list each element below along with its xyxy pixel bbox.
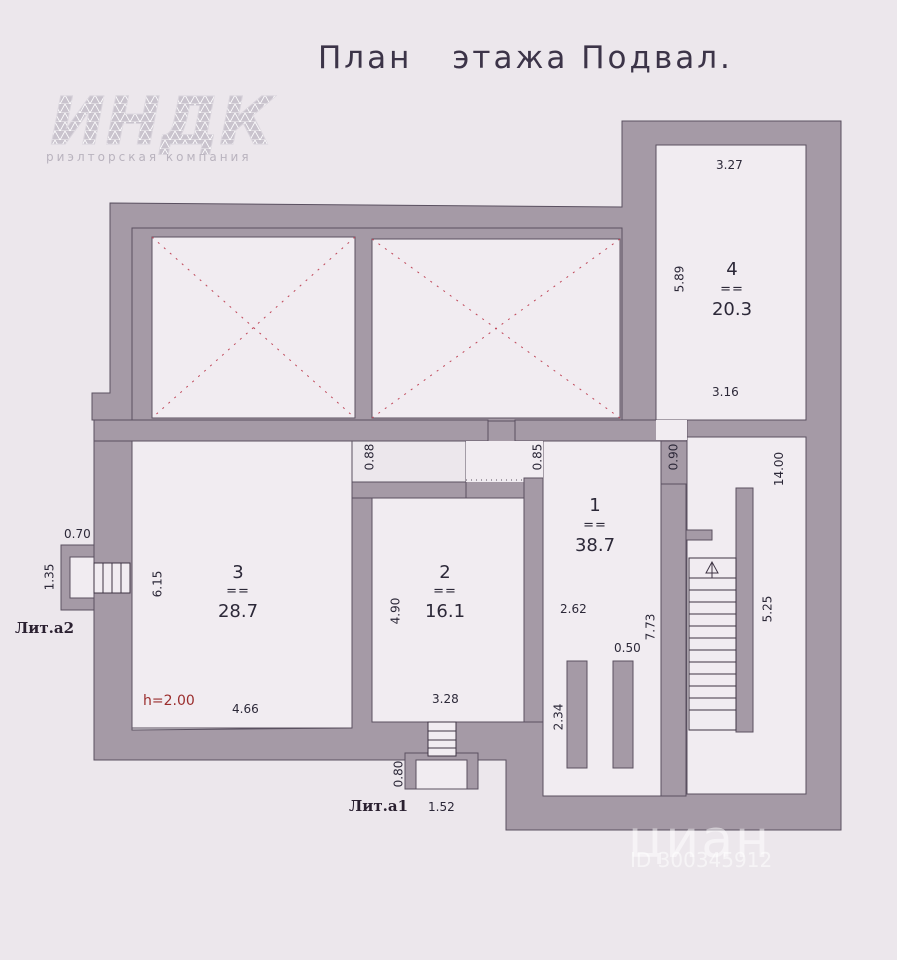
plan-title: План этажа Подвал. [318, 40, 773, 76]
room-2-area: 16.1 [424, 601, 466, 622]
dim-stair-side: 5.25 [760, 595, 775, 623]
room-1-floor [542, 440, 662, 797]
dim-lit-a1-width: 1.52 [428, 800, 455, 814]
room-4-floor [655, 144, 807, 421]
dim-room3-side: 6.15 [150, 570, 165, 598]
dim-room2-bottom: 3.28 [432, 692, 459, 706]
dim-lit-a2-width: 0.70 [64, 527, 91, 541]
room-2-floor [371, 497, 525, 723]
lit-a2-label: Лит.а2 [15, 619, 75, 637]
dim-room4-top: 3.27 [716, 158, 743, 172]
room-3-floor [131, 440, 353, 729]
column-right [612, 660, 634, 769]
dim-lit-a2-height: 1.35 [42, 563, 57, 591]
logo-text-pattern: ИНДК [50, 86, 276, 160]
watermark-id: ID 300345912 [630, 848, 773, 872]
dim-room4-bottom: 3.16 [712, 385, 739, 399]
dim-column-width: 0.50 [614, 641, 641, 655]
column-left [566, 660, 588, 769]
dim-room3-bottom: 4.66 [232, 702, 259, 716]
room-3-eq: == [226, 584, 250, 599]
upper-area [131, 227, 623, 422]
room-1-eq: == [583, 518, 607, 533]
room-3-number: 3 [232, 562, 244, 583]
room-3-area: 28.7 [217, 601, 259, 622]
room-1-area: 38.7 [574, 535, 616, 556]
dim-room2-side: 4.90 [388, 597, 403, 625]
room-2-eq: == [433, 584, 457, 599]
lit-a2-porch [60, 544, 131, 611]
room-4-number: 4 [726, 259, 738, 280]
logo-text: ИНДК [50, 86, 276, 160]
company-logo: ИНДК ИНДК [50, 86, 277, 161]
dim-room1-side: 7.73 [643, 613, 658, 641]
room-4-area: 20.3 [711, 299, 753, 320]
dim-room4-side: 5.89 [672, 265, 687, 293]
dim-door-c: 0.90 [666, 443, 681, 471]
dim-door-b: 0.85 [530, 443, 545, 471]
dim-lit-a1-height: 0.80 [391, 760, 406, 788]
lit-a1-porch [404, 721, 479, 790]
dim-right-total: 14.00 [772, 451, 787, 487]
ceiling-height: h=2.00 [143, 693, 195, 709]
plan-title-part1: План [318, 40, 413, 76]
room-2-number: 2 [439, 562, 451, 583]
stairs [688, 557, 737, 731]
plan-title-part2: этажа Подвал. [452, 40, 733, 76]
watermark-brand: циан [628, 810, 772, 870]
lit-a1-label: Лит.а1 [349, 797, 409, 815]
logo-subtitle: риэлторская компания [46, 150, 252, 164]
dim-column-len: 2.34 [551, 703, 566, 731]
room-4-eq: == [720, 282, 744, 297]
dim-room1-width: 2.62 [560, 602, 587, 616]
room-1-number: 1 [589, 495, 601, 516]
dim-door-a: 0.88 [362, 443, 377, 471]
